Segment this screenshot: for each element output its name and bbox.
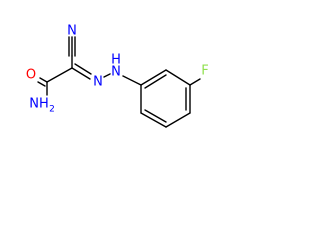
- ring-bond-4: [165, 112, 191, 128]
- amide-nh-label: NH: [29, 97, 49, 112]
- atom-label-layer: N O N H N F NH 2: [26, 24, 209, 115]
- amine-hydrogen-label: H: [111, 53, 121, 68]
- c-n-double-1: [71, 67, 91, 80]
- carbonyl-oxygen-label: O: [26, 68, 36, 83]
- bond-layer: [37, 36, 201, 128]
- amine-nitrogen-label: N: [111, 65, 121, 80]
- nh-ring-bond: [122, 75, 142, 86]
- fluorine-label: F: [201, 64, 208, 79]
- ring-bond-5: [140, 112, 167, 128]
- n-n-bond: [103, 73, 111, 78]
- ring-bond-2: [165, 69, 191, 86]
- ring-inner-bond-1: [144, 74, 167, 89]
- azo-nitrogen-label: N: [93, 75, 103, 90]
- amide-co-double-2: [37, 81, 46, 87]
- chemical-structure: N O N H N F NH 2: [26, 24, 209, 128]
- cyano-nitrogen-label: N: [67, 24, 77, 39]
- ring-inner-bond-3: [144, 109, 167, 123]
- amide-co-double-1: [39, 77, 48, 83]
- c-f-bond: [189, 78, 201, 86]
- c-c-amide-bond: [46, 67, 73, 83]
- c-n-double-2: [74, 63, 92, 75]
- ring-bond-1: [140, 69, 167, 86]
- amide-nh-subscript: 2: [49, 105, 55, 115]
